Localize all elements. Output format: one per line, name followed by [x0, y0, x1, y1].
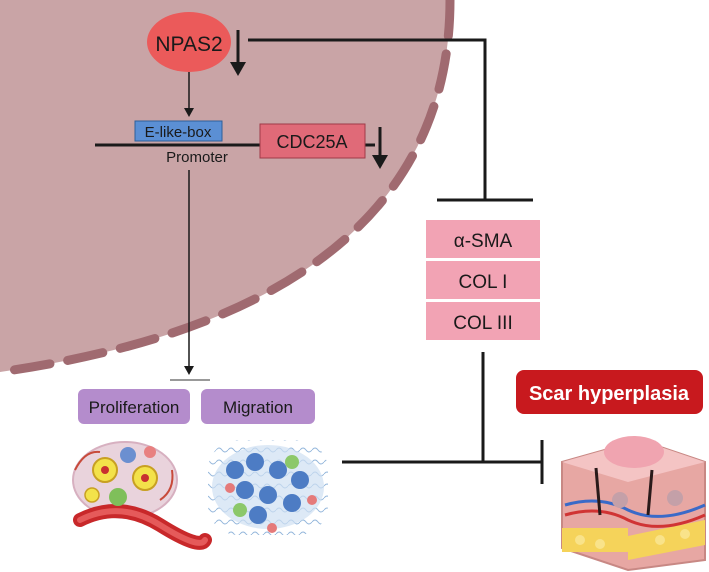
marker-box [424, 300, 542, 342]
migration-box: Migration [201, 389, 315, 424]
migration-label: Migration [223, 398, 293, 417]
proliferation-box: Proliferation [78, 389, 190, 424]
proliferation-illustration [72, 441, 212, 550]
marker-box [424, 259, 542, 301]
cdc25a-label: CDC25A [276, 132, 347, 152]
scar-hyperplasia-label: Scar hyperplasia [529, 383, 690, 405]
npas2-inhibits-markers [248, 38, 533, 202]
proliferation-label: Proliferation [89, 398, 180, 417]
cell-body [0, 0, 450, 372]
npas2-to-ebox-arrow [184, 72, 194, 117]
migration-illustration [208, 440, 328, 535]
promoter-label: Promoter [166, 149, 228, 166]
down-arrow-icon [230, 30, 246, 76]
e-like-box: E-like-box [134, 120, 223, 142]
npas2-node: NPAS2 [147, 12, 231, 72]
marker-label-col1: COL I [459, 272, 508, 293]
scar-hyperplasia-banner: Scar hyperplasia [516, 370, 703, 414]
marker-label-col3: COL III [453, 313, 512, 334]
cdc25a-box: CDC25A [259, 123, 366, 159]
marker-label-asma: α-SMA [454, 231, 513, 252]
marker-stack: α-SMA COL I COL III [424, 218, 542, 342]
cell-membrane [0, 0, 455, 377]
npas2-label: NPAS2 [155, 33, 222, 56]
scar-skin-illustration [561, 436, 706, 572]
down-arrow-icon [372, 127, 388, 169]
e-like-box-label: E-like-box [145, 124, 212, 141]
marker-box [424, 218, 542, 260]
cell [0, 0, 455, 377]
promoter-to-processes-arrow [170, 170, 210, 381]
markers-to-scar-inhibition [342, 352, 544, 484]
